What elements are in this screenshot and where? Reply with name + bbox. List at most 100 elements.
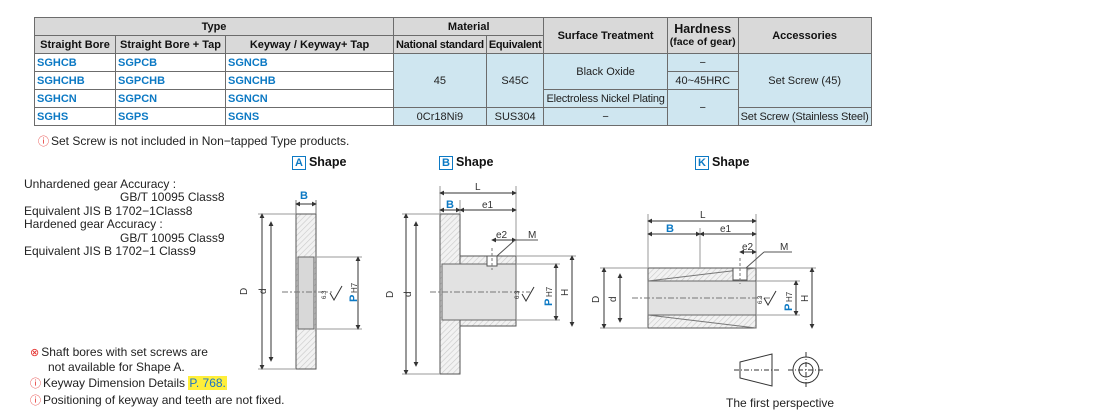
accessory-set-screw-stainless: Set Screw (Stainless Steel) bbox=[737, 107, 872, 126]
code-cell[interactable]: SGPCHB bbox=[115, 71, 226, 90]
code-cell[interactable]: SGHCHB bbox=[34, 71, 116, 90]
shape-b-drawing bbox=[402, 186, 576, 375]
note-keyway-text: Keyway Dimension Details bbox=[43, 376, 186, 390]
hardness-dash: − bbox=[666, 89, 739, 126]
note-shaft-bores-line2: not available for Shape A. bbox=[48, 360, 185, 374]
warning-icon: ⓘ bbox=[30, 395, 41, 407]
accuracy-unhardened: Unhardened gear Accuracy : bbox=[24, 177, 177, 191]
accessory-set-screw: Set Screw (45) bbox=[737, 53, 872, 108]
header-hardness: Hardness (face of gear) bbox=[666, 17, 739, 54]
roughness-b: 6.3 bbox=[515, 290, 521, 299]
dim-d-inner-k: d bbox=[608, 296, 619, 302]
treatment-black-oxide: Black Oxide bbox=[543, 53, 668, 90]
code-cell[interactable]: SGPCB bbox=[115, 53, 226, 72]
treatment-dash: − bbox=[543, 107, 668, 126]
note-shaft-bores: ⊗Shaft bores with set screws are bbox=[30, 345, 208, 359]
accuracy-hardened: Hardened gear Accuracy : bbox=[24, 217, 163, 232]
note-non-tapped-text: Set Screw is not included in Non−tapped … bbox=[51, 134, 350, 148]
code-cell[interactable]: SGHCN bbox=[34, 89, 116, 108]
warning-icon: ⓘ bbox=[30, 378, 41, 390]
header-equivalent: Equivalent bbox=[485, 35, 545, 54]
header-straight-bore: Straight Bore bbox=[34, 35, 116, 54]
roughness-a: 6.3 bbox=[322, 290, 328, 299]
projection-symbol-icon bbox=[734, 352, 824, 388]
dim-d-inner-b: d bbox=[403, 291, 414, 297]
header-straight-bore-tap: Straight Bore + Tap bbox=[115, 35, 226, 54]
keyway-page-link[interactable]: P. 768. bbox=[188, 376, 227, 390]
dim-h-k: H bbox=[800, 295, 811, 302]
dim-m-b: M bbox=[528, 230, 536, 241]
shape-a-text: Shape bbox=[308, 155, 347, 169]
note-positioning-text: Positioning of keyway and teeth are not … bbox=[43, 393, 285, 407]
table-row: SGHS SGPS SGNS 0Cr18Ni9 SUS304 − Set Scr… bbox=[34, 107, 872, 126]
code-cell[interactable]: SGNCN bbox=[225, 89, 394, 108]
header-surface-treatment: Surface Treatment bbox=[543, 17, 668, 54]
shape-b-letter: B bbox=[439, 156, 453, 170]
dim-h7-k: H7 bbox=[785, 291, 794, 302]
table-row: SGHCB SGPCB SGNCB 45 S45C Black Oxide − … bbox=[34, 53, 872, 108]
dim-b-a: B bbox=[300, 190, 308, 202]
shape-a-drawing bbox=[258, 200, 362, 370]
shape-k-text: Shape bbox=[711, 155, 750, 169]
shape-a-letter: A bbox=[292, 156, 306, 170]
material-stainless: 0Cr18Ni9 bbox=[393, 107, 487, 126]
dim-d-inner-a: d bbox=[258, 288, 269, 294]
hardness-value: 40~45HRC bbox=[666, 71, 739, 90]
code-cell[interactable]: SGPS bbox=[115, 107, 226, 126]
hardness-dash: − bbox=[666, 53, 739, 72]
accuracy-hardened-jis: Equivalent JIS B 1702−1 Class9 bbox=[24, 244, 196, 259]
accuracy-block: Unhardened gear Accuracy : GB/T 10095 Cl… bbox=[24, 177, 225, 259]
shape-k-drawing bbox=[600, 214, 816, 329]
dim-d-outer-a: D bbox=[239, 288, 250, 295]
code-cell[interactable]: SGNCHB bbox=[225, 71, 394, 90]
header-national-standard: National standard bbox=[393, 35, 487, 54]
dim-m-k: M bbox=[780, 242, 788, 253]
note-shaft-bores-line1: Shaft bores with set screws are bbox=[41, 345, 208, 359]
prohibited-icon: ⊗ bbox=[30, 347, 40, 359]
equivalent-sus304: SUS304 bbox=[485, 107, 545, 126]
dim-b-b: B bbox=[446, 199, 454, 211]
dim-h-b: H bbox=[560, 289, 571, 296]
treatment-nickel: Electroless Nickel Plating bbox=[543, 89, 668, 108]
dim-p-a: P bbox=[348, 295, 360, 302]
code-cell[interactable]: SGNCB bbox=[225, 53, 394, 72]
shape-b-text: Shape bbox=[455, 155, 494, 169]
perspective-label: The first perspective bbox=[726, 396, 834, 410]
spec-table: Type Material Surface Treatment Hardness… bbox=[34, 17, 872, 126]
dim-l-k: L bbox=[700, 210, 706, 221]
accuracy-unhardened-jis: Equivalent JIS B 1702−1Class8 bbox=[24, 203, 193, 218]
accuracy-hardened-std: GB/T 10095 Class9 bbox=[120, 230, 225, 245]
dim-l-b: L bbox=[475, 182, 481, 193]
header-hardness-line1: Hardness bbox=[674, 21, 732, 36]
shape-k-letter: K bbox=[695, 156, 709, 170]
material-45: 45 bbox=[393, 53, 487, 108]
dim-h7-a: H7 bbox=[350, 282, 359, 293]
dim-h7-b: H7 bbox=[545, 286, 554, 297]
roughness-k: 6.3 bbox=[758, 295, 764, 304]
dim-p-b: P bbox=[543, 299, 555, 306]
equivalent-s45c: S45C bbox=[485, 53, 545, 108]
code-cell[interactable]: SGPCN bbox=[115, 89, 226, 108]
dim-d-outer-b: D bbox=[385, 291, 396, 298]
dim-e1-k: e1 bbox=[720, 224, 732, 235]
warning-icon: ⓘ bbox=[38, 136, 49, 148]
dim-e2-k: e2 bbox=[742, 242, 754, 253]
header-accessories: Accessories bbox=[737, 17, 872, 54]
dim-e1-b: e1 bbox=[482, 200, 494, 211]
dim-d-outer-k: D bbox=[591, 296, 602, 303]
dim-b-k: B bbox=[666, 223, 674, 235]
code-cell[interactable]: SGHCB bbox=[34, 53, 116, 72]
header-hardness-line2: (face of gear) bbox=[669, 35, 736, 48]
code-cell[interactable]: SGNS bbox=[225, 107, 394, 126]
header-keyway: Keyway / Keyway+ Tap bbox=[225, 35, 394, 54]
dim-e2-b: e2 bbox=[496, 230, 508, 241]
accuracy-unhardened-std: GB/T 10095 Class8 bbox=[120, 190, 225, 205]
code-cell[interactable]: SGHS bbox=[34, 107, 116, 126]
table-row: SGHCHB SGPCHB SGNCHB 40~45HRC bbox=[34, 71, 872, 90]
